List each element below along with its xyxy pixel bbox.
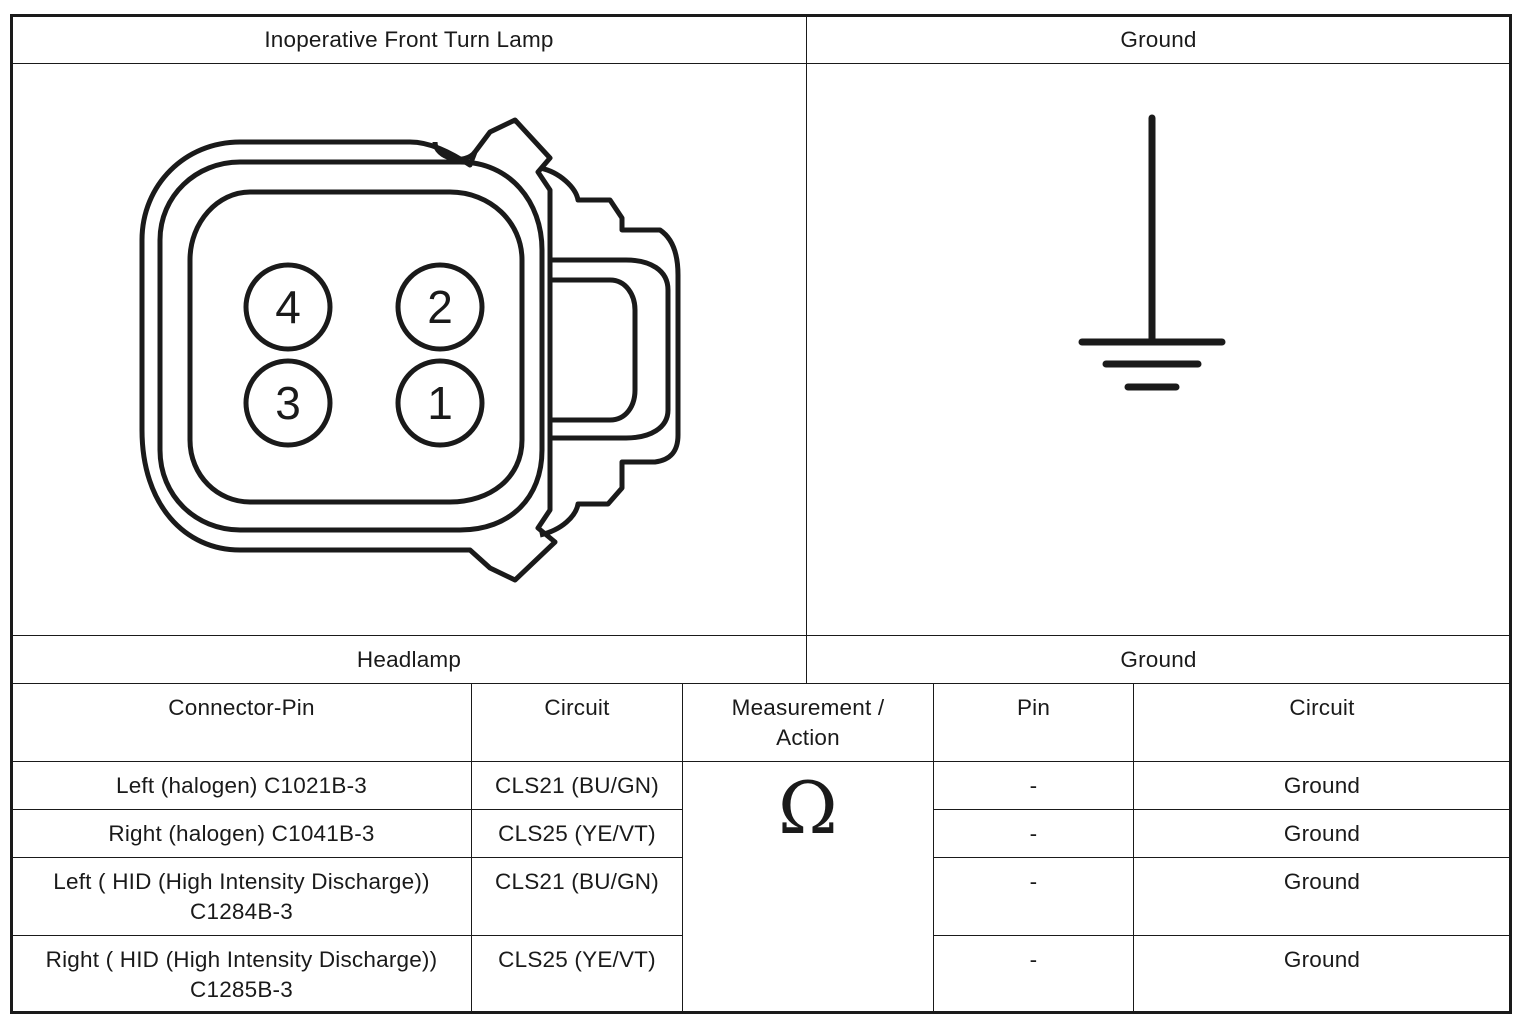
pin-label: 1 (427, 377, 453, 429)
connector-4-pin-icon: 4 2 3 1 (139, 117, 681, 583)
table-row-circuit: CLS25 (YE/VT) (498, 947, 656, 972)
grid-line (933, 809, 1510, 810)
table-row-ground-circuit: Ground (1283, 773, 1361, 798)
connector-title: Inoperative Front Turn Lamp (264, 27, 554, 52)
column-header-ground-circuit: Circuit (1289, 695, 1355, 720)
column-header-measurement: Measurement / Action (731, 695, 885, 750)
table-row-circuit: CLS21 (BU/GN) (495, 869, 659, 894)
table-row-pin: - (1029, 773, 1038, 798)
table-row-ground-circuit: Ground (1283, 821, 1361, 846)
table-row-connector-pin: Left (halogen) C1021B-3 (115, 773, 367, 798)
pin-label: 3 (275, 377, 301, 429)
grid-line (12, 63, 1510, 64)
grid-line (12, 935, 682, 936)
table-row-circuit: CLS25 (YE/VT) (498, 821, 656, 846)
pin-label: 2 (427, 281, 453, 333)
table-row-connector-pin: Right (halogen) C1041B-3 (108, 821, 375, 846)
grid-line (12, 857, 682, 858)
grid-line (806, 16, 807, 683)
grid-line (12, 635, 1510, 636)
column-header-pin: Pin (1016, 695, 1051, 720)
ground-section-title: Ground (1120, 647, 1197, 672)
ground-title: Ground (1120, 27, 1197, 52)
table-row-pin: - (1029, 947, 1038, 972)
grid-line (12, 683, 1510, 684)
grid-line (933, 683, 934, 1012)
table-row-pin: - (1029, 869, 1038, 894)
table-row-ground-circuit: Ground (1283, 869, 1361, 894)
grid-line (12, 809, 682, 810)
table-row-circuit: CLS21 (BU/GN) (495, 773, 659, 798)
headlamp-section-title: Headlamp (356, 647, 462, 672)
table-row-connector-pin: Right ( HID (High Intensity Discharge)) … (45, 947, 438, 1002)
column-header-circuit: Circuit (544, 695, 610, 720)
table-row-connector-pin: Left ( HID (High Intensity Discharge)) C… (53, 869, 430, 924)
column-header-connector-pin: Connector-Pin (168, 695, 315, 720)
grid-line (682, 683, 683, 1012)
grid-line (1133, 683, 1134, 1012)
pin-label: 4 (275, 281, 301, 333)
grid-line (933, 935, 1510, 936)
grid-line (471, 683, 472, 1012)
table-row-ground-circuit: Ground (1283, 947, 1361, 972)
grid-line (12, 761, 1510, 762)
ground-symbol-icon (1078, 114, 1226, 391)
table-row-pin: - (1029, 821, 1038, 846)
grid-line (933, 857, 1510, 858)
ohm-icon: Ω (778, 766, 838, 850)
diagram-frame (10, 14, 1512, 1014)
